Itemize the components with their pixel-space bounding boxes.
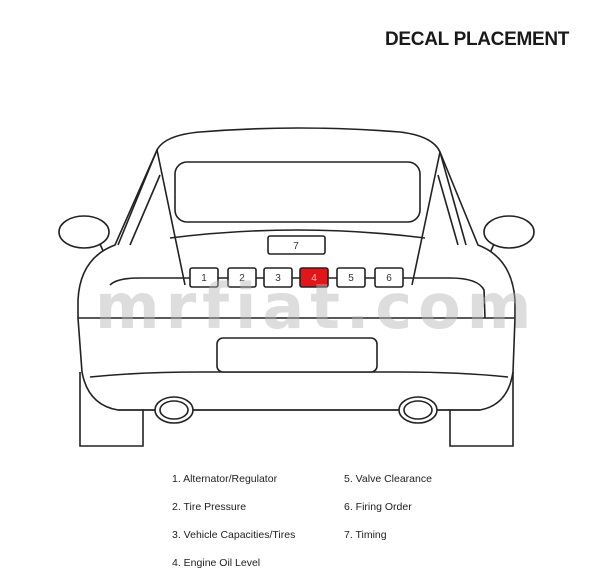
decal-6-box xyxy=(374,267,404,288)
legend-item-3: 3. Vehicle Capacities/Tires xyxy=(172,529,296,541)
license-plate-area xyxy=(216,337,378,373)
decal-2-box xyxy=(227,267,257,288)
legend-item-1: 1. Alternator/Regulator xyxy=(172,473,278,485)
left-mirror xyxy=(58,215,110,249)
decal-5-box xyxy=(336,267,366,288)
decal-3-box xyxy=(263,267,293,288)
left-wheel xyxy=(79,372,144,447)
legend-item-2: 2. Tire Pressure xyxy=(172,501,247,513)
legend-item-4: 4. Engine Oil Level xyxy=(172,557,261,569)
right-wheel xyxy=(449,372,514,447)
legend-item-5: 5. Valve Clearance xyxy=(344,473,432,485)
page-title: DECAL PLACEMENT xyxy=(385,29,570,50)
legend-item-6: 6. Firing Order xyxy=(344,501,412,513)
rear-window xyxy=(174,161,421,223)
decal-1-box xyxy=(189,267,219,288)
legend-item-7: 7. Timing xyxy=(344,529,387,541)
decal-4-box xyxy=(299,267,329,288)
decal-7-box xyxy=(267,235,326,255)
right-mirror xyxy=(483,215,535,249)
